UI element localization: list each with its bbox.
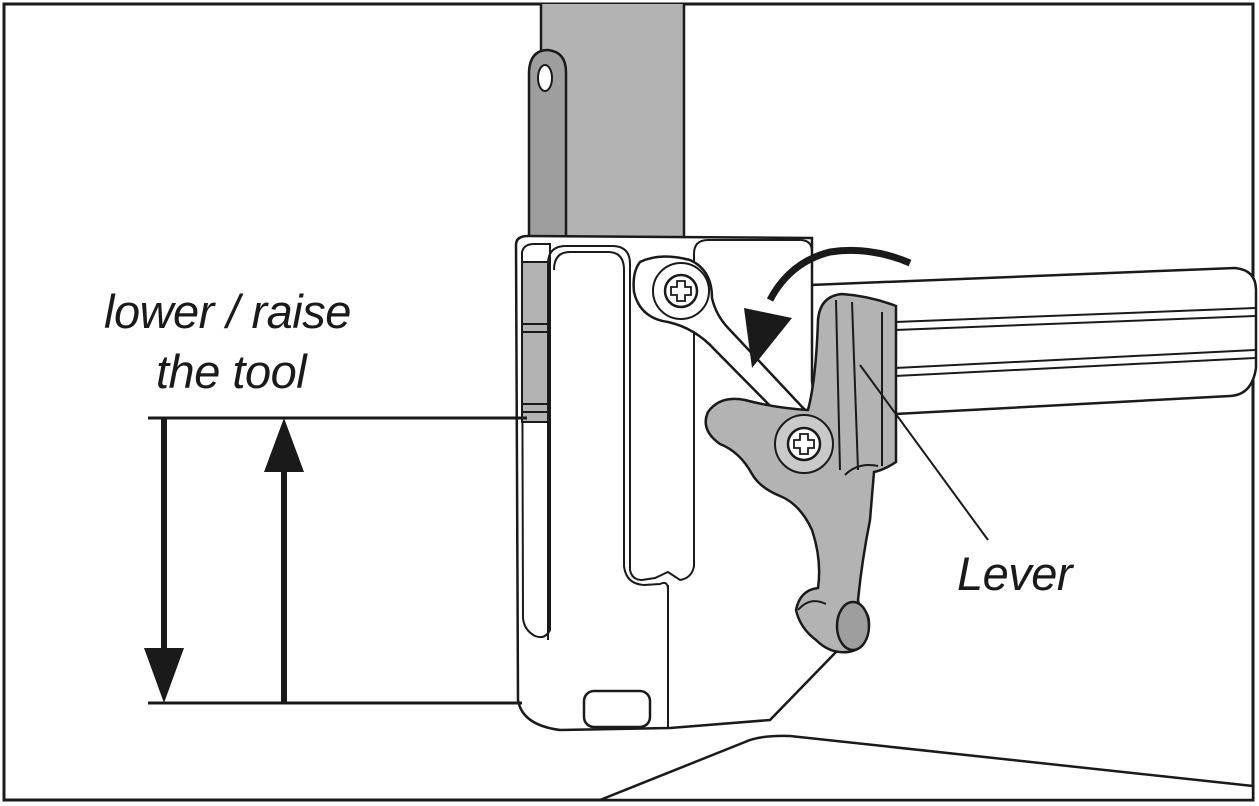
curved-arrow-icon bbox=[744, 246, 912, 368]
adjust-label-line1: lower / raise bbox=[104, 285, 351, 338]
adjust-label-line2: the tool bbox=[156, 345, 307, 398]
phillips-screw-icon bbox=[663, 273, 699, 309]
hinge-tab bbox=[527, 48, 568, 247]
arrow-down-icon bbox=[144, 418, 184, 703]
phillips-screw-icon bbox=[786, 426, 822, 462]
height-indicator bbox=[148, 416, 527, 705]
horizontal-arm bbox=[808, 266, 1258, 416]
arrow-up-icon bbox=[264, 418, 304, 703]
lever-label: Lever bbox=[957, 547, 1073, 600]
base-plate bbox=[599, 734, 1255, 802]
hinge-hole bbox=[537, 64, 553, 92]
lever-leader-line bbox=[859, 364, 989, 541]
